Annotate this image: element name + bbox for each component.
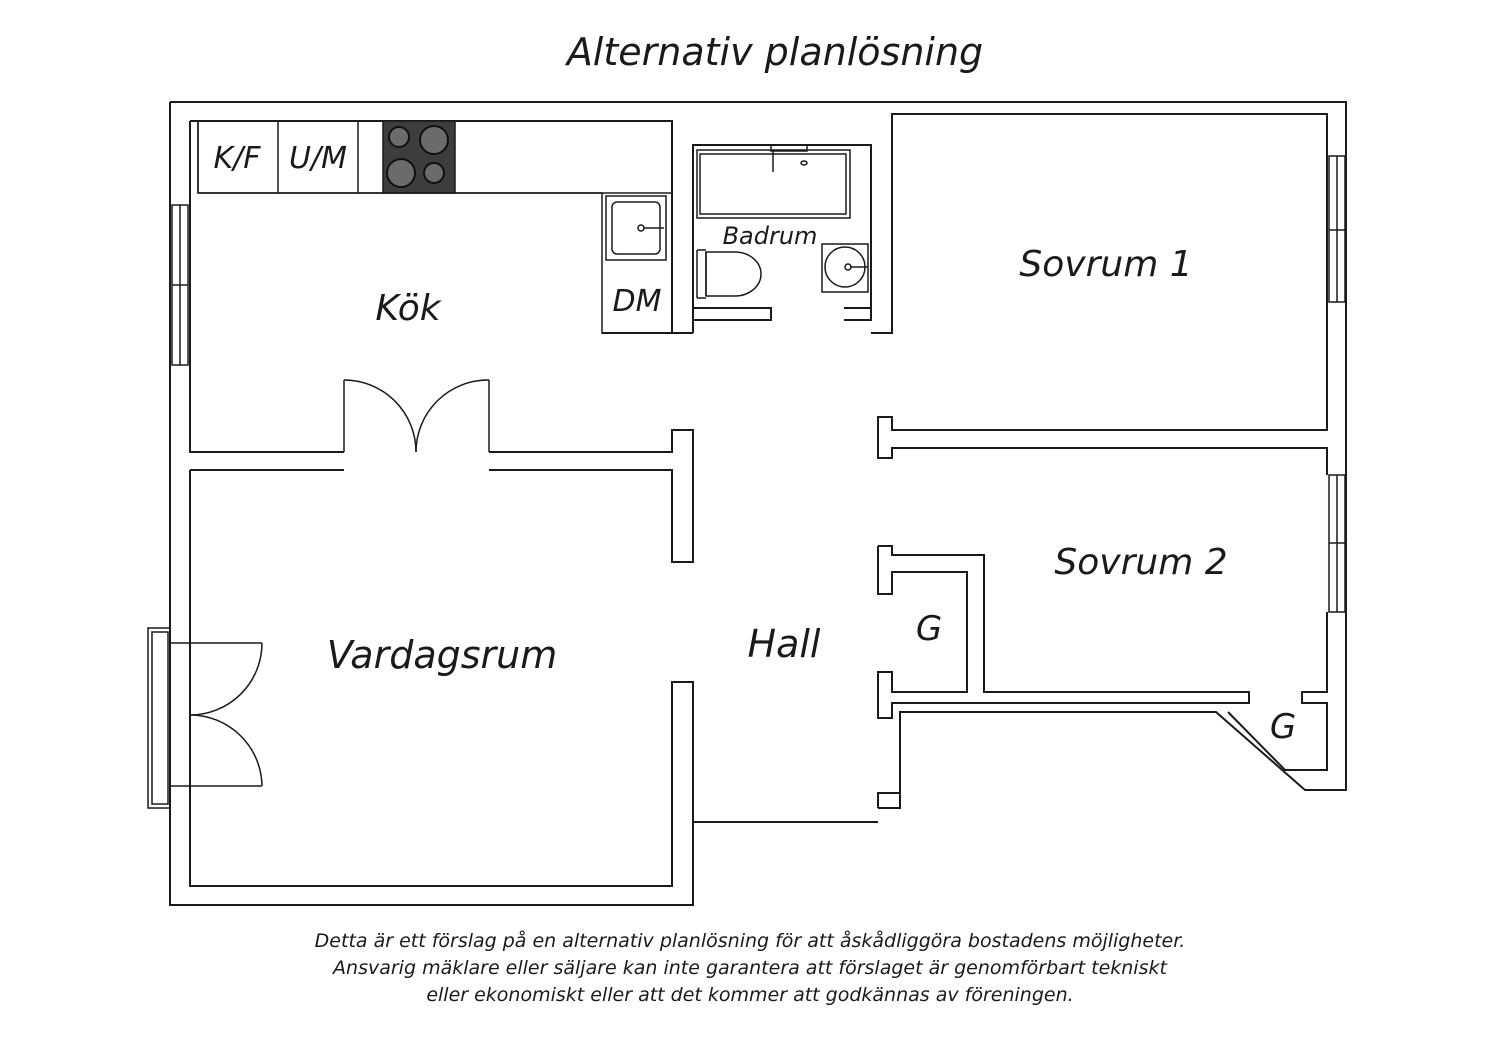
plan-title: Alternativ planlösning bbox=[566, 30, 984, 74]
kitchen-double-door bbox=[343, 379, 490, 453]
kitchen-label: Kök bbox=[375, 288, 442, 329]
stove-icon bbox=[382, 120, 456, 194]
bedroom1-label: Sovrum 1 bbox=[1019, 244, 1192, 285]
hall-walls bbox=[877, 792, 900, 808]
disclaimer-line: Ansvarig mäklare eller säljare kan inte … bbox=[333, 957, 1167, 979]
disclaimer-line: eller ekonomiskt eller att det kommer at… bbox=[426, 984, 1074, 1006]
bedroom2-window bbox=[1328, 474, 1346, 613]
living-room-label: Vardagsrum bbox=[327, 633, 558, 677]
kitchen-living-wall bbox=[489, 185, 694, 563]
kitchen-sink-icon bbox=[605, 195, 667, 261]
fridge-freezer-label: K/F bbox=[213, 141, 261, 176]
bathtub-icon bbox=[696, 144, 851, 219]
kitchen-window bbox=[171, 204, 189, 366]
bedroom1-walls bbox=[871, 113, 1328, 475]
toilet-icon bbox=[696, 249, 762, 299]
bathroom-sink-icon bbox=[821, 243, 869, 293]
wardrobe-label: G bbox=[916, 609, 942, 649]
bathroom-label: Badrum bbox=[723, 222, 818, 250]
bedroom2-label: Sovrum 2 bbox=[1054, 542, 1227, 583]
balcony-door bbox=[147, 627, 263, 809]
oven-microwave-label: U/M bbox=[289, 141, 347, 176]
bedroom2-walls bbox=[877, 545, 1328, 771]
disclaimer: Detta är ett förslag på en alternativ pl… bbox=[240, 928, 1260, 1009]
wardrobe-label: G bbox=[1270, 707, 1296, 747]
hall-label: Hall bbox=[748, 622, 821, 666]
bedroom1-window bbox=[1328, 155, 1346, 303]
disclaimer-line: Detta är ett förslag på en alternativ pl… bbox=[314, 930, 1186, 952]
dishwasher-label: DM bbox=[613, 284, 662, 319]
